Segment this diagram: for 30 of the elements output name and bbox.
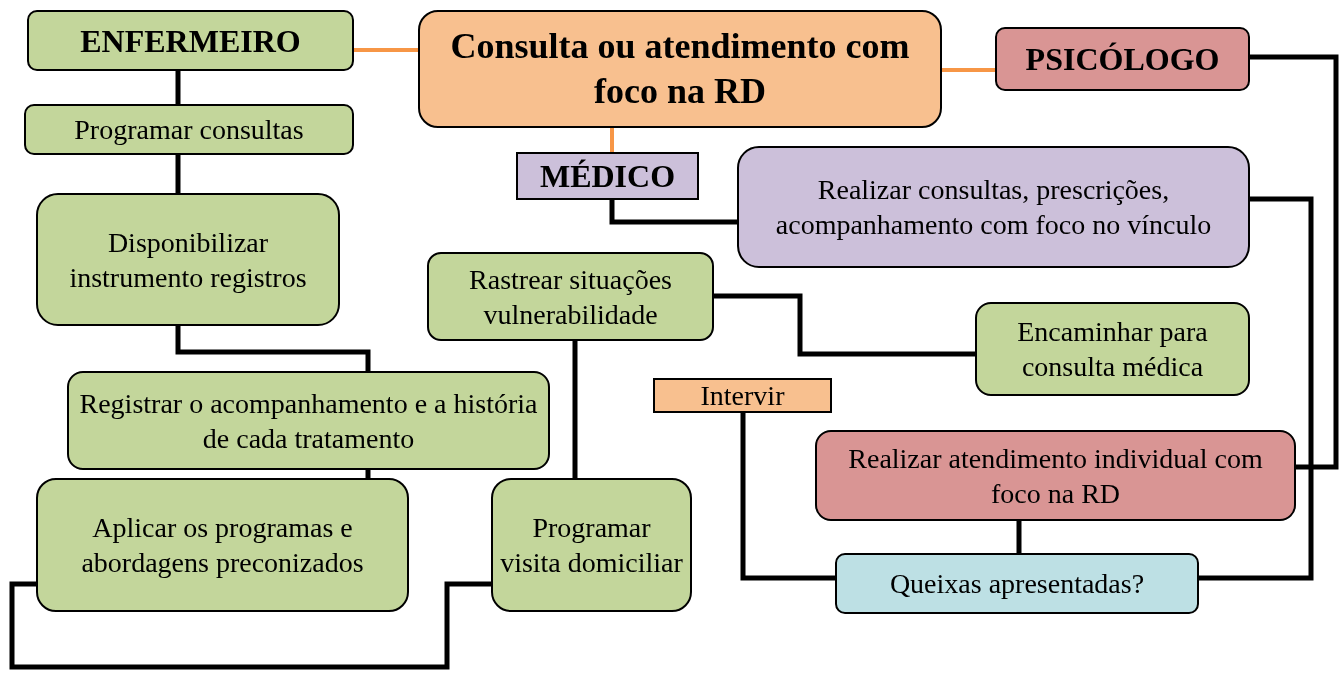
task-box: Encaminhar para consulta médica [975, 302, 1250, 396]
task-box: Realizar atendimento individual com foco na RD [815, 430, 1296, 521]
connector-line [9, 581, 491, 670]
connector-line [942, 68, 995, 72]
connector-line [175, 326, 371, 371]
task-box: Disponibilizar instrumento registros [36, 193, 340, 326]
connector-line [609, 200, 737, 225]
task-box: Registrar o acompanhamento e a história de cada tratamento [67, 371, 550, 470]
connector-line [572, 341, 578, 478]
task-box: Programar consultas [24, 104, 354, 155]
connector-line [610, 128, 614, 152]
connector-line [714, 293, 975, 357]
connector-line [175, 155, 181, 193]
task-box: Intervir [653, 378, 832, 413]
central-topic-box: Consulta ou atendimento com foco na RD [418, 10, 942, 128]
task-box: Programar visita domiciliar [491, 478, 692, 612]
role-box: PSICÓLOGO [995, 27, 1250, 91]
role-box: MÉDICO [516, 152, 699, 200]
connector-line [1250, 54, 1339, 470]
task-box: Realizar consultas, prescrições, acompanhamento com foco no vínculo [737, 146, 1250, 268]
connector-line [1199, 196, 1314, 581]
task-box: Rastrear situações vulnerabilidade [427, 252, 714, 341]
connector-line [1016, 521, 1022, 553]
role-box: ENFERMEIRO [27, 10, 354, 71]
connector-line [740, 413, 835, 581]
question-box: Queixas apresentadas? [835, 553, 1199, 614]
task-box: Aplicar os programas e abordagens preconizados [36, 478, 409, 612]
connector-line [354, 48, 418, 52]
connector-line [365, 470, 371, 478]
connector-line [175, 71, 181, 104]
